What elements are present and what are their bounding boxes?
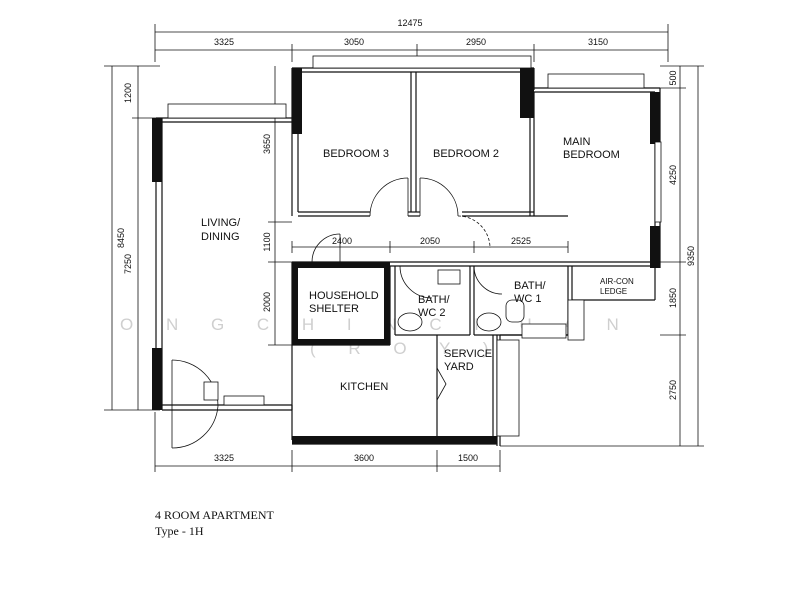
room-main-bedroom-line2: BEDROOM	[563, 149, 620, 161]
dim-right-inner-4: 2750	[668, 380, 678, 400]
room-bedroom-2: BEDROOM 2	[433, 148, 499, 160]
room-shelter-line2: SHELTER	[309, 303, 359, 315]
room-living-line1: LIVING/	[201, 217, 241, 229]
dim-middle-1: 2400	[332, 236, 352, 246]
dim-top-4: 3150	[588, 37, 608, 47]
room-bath1-line1: BATH/	[514, 280, 547, 292]
room-service-yard-line2: YARD	[444, 361, 474, 373]
dim-bottom-3: 1500	[458, 453, 478, 463]
dim-top-1: 3325	[214, 37, 234, 47]
dim-bottom-1: 3325	[214, 453, 234, 463]
windows	[167, 55, 662, 437]
room-shelter-line1: HOUSEHOLD	[309, 290, 379, 302]
dim-left-outer: 8450	[116, 228, 126, 248]
room-bath1-line2: WC 1	[514, 293, 542, 305]
room-living-line2: DINING	[201, 231, 240, 243]
right-dimensions	[500, 65, 704, 447]
wall-columns	[152, 68, 660, 444]
dim-left-inner-1: 1200	[123, 83, 133, 103]
dim-right-inner-1: 500	[668, 70, 678, 85]
room-bath2-line1: BATH/	[418, 294, 451, 306]
dim-inner-left-3: 2000	[262, 292, 272, 312]
dim-middle-3: 2525	[511, 236, 531, 246]
dim-bottom-2: 3600	[354, 453, 374, 463]
dim-right-outer: 9350	[686, 246, 696, 266]
room-bedroom-3: BEDROOM 3	[323, 148, 389, 160]
dim-right-inner-2: 4250	[668, 165, 678, 185]
fixtures	[203, 269, 585, 401]
dim-right-inner-3: 1850	[668, 288, 678, 308]
room-service-yard-line1: SERVICE	[444, 348, 492, 360]
dim-top-2: 3050	[344, 37, 364, 47]
middle-dimensions	[291, 241, 569, 253]
room-main-bedroom-line1: MAIN	[563, 136, 591, 148]
room-bath2-line2: WC 2	[418, 307, 446, 319]
caption-title: 4 ROOM APARTMENT	[155, 508, 274, 522]
bottom-dimensions	[154, 412, 501, 472]
top-dimensions	[154, 24, 669, 62]
dim-middle-2: 2050	[420, 236, 440, 246]
dim-inner-left-2: 1100	[262, 232, 272, 251]
caption-type: Type - 1H	[155, 524, 204, 538]
dim-inner-left-1: 3650	[262, 134, 272, 154]
dim-left-inner-2: 7250	[123, 254, 133, 274]
doors	[171, 177, 503, 449]
dim-top-3: 2950	[466, 37, 486, 47]
walls	[155, 67, 661, 446]
dim-overall-width: 12475	[397, 18, 422, 28]
room-kitchen: KITCHEN	[340, 381, 388, 393]
room-aircon-line2: LEDGE	[600, 287, 627, 296]
room-aircon-line1: AIR-CON	[600, 277, 634, 286]
